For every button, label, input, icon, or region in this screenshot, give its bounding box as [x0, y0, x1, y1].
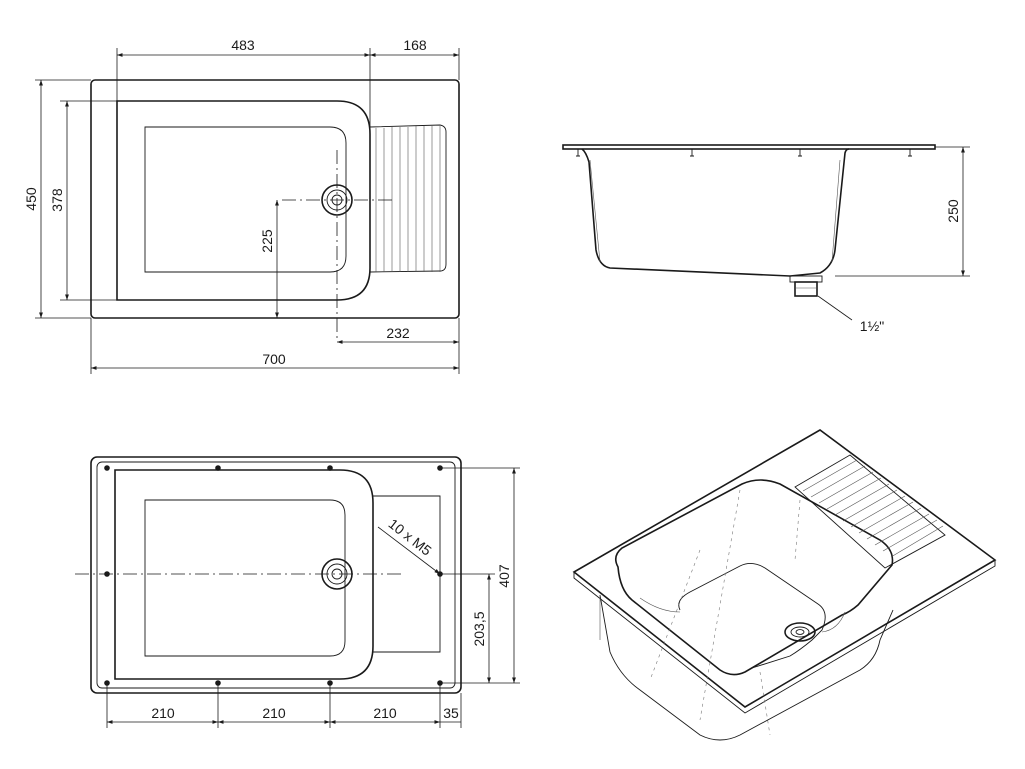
dim-203-5-label: 203,5 [471, 611, 487, 646]
dim-483-label: 483 [231, 37, 255, 53]
bottom-view: 10 x M5 407 203,5 210 210 210 35 [75, 456, 520, 728]
waste-outlet-icon [789, 275, 823, 297]
dim-225-label: 225 [259, 229, 275, 253]
sink-outline [90, 79, 460, 319]
dim-210-c-label: 210 [373, 705, 397, 721]
screw-callout-label: 10 x M5 [386, 515, 435, 558]
sink-outline [90, 456, 462, 694]
bowl-opening [614, 479, 894, 676]
dim-168-label: 168 [403, 37, 427, 53]
rim [562, 144, 936, 150]
bowl-floor [678, 563, 826, 669]
dim-250-label: 250 [945, 199, 961, 223]
rim-top [572, 429, 997, 708]
basin-outer [116, 100, 371, 301]
dim-232-label: 232 [386, 325, 410, 341]
dim-210-b-label: 210 [262, 705, 286, 721]
dim-35-label: 35 [443, 705, 459, 721]
basin-outer [114, 469, 374, 680]
top-view: 483 168 450 378 225 232 700 [23, 37, 460, 374]
screw-holes [104, 465, 443, 686]
drainer-ribs [369, 124, 447, 273]
dim-450-label: 450 [23, 187, 39, 211]
isometric-view [572, 429, 997, 741]
dim-407-label: 407 [496, 564, 512, 588]
drainer-area [373, 495, 441, 653]
dim-210-a-label: 210 [151, 705, 175, 721]
drain-size-label: 1½" [860, 318, 884, 334]
basin-inner [144, 499, 346, 657]
drain-icon [784, 622, 816, 642]
bowl-profile [581, 148, 850, 277]
mounting-clips [576, 149, 912, 157]
basin-inner [144, 126, 347, 273]
drainer-ribs [794, 454, 946, 569]
dim-378-label: 378 [49, 188, 65, 212]
dim-700-label: 700 [262, 351, 286, 367]
side-view: 1½" 250 [562, 144, 970, 334]
